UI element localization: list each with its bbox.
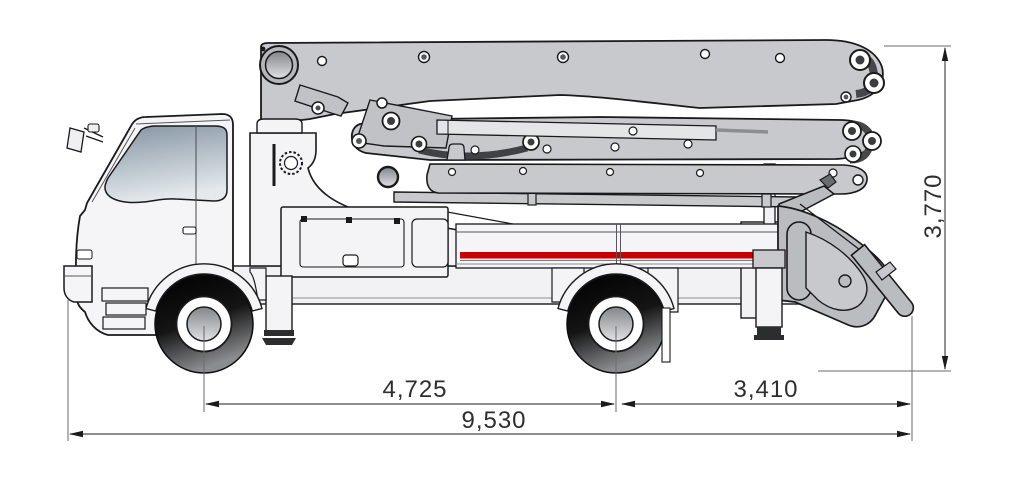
boom2-tip-pivots [842, 121, 882, 163]
slew-gear-icon [279, 151, 303, 175]
side-panel [455, 223, 779, 269]
toolbox-latch [342, 254, 359, 267]
rear-wheel [566, 274, 666, 374]
outrigger-foot [262, 338, 296, 345]
front-wheel [154, 274, 254, 374]
front-outrigger [262, 275, 296, 345]
linkage-strap [418, 144, 528, 160]
pipe-elbow [376, 165, 400, 189]
toolbox-side-door [411, 218, 449, 268]
bumper [63, 265, 93, 303]
cab-front-details [63, 123, 149, 330]
dimension-annotations: 4,725 3,410 9,530 3,770 [67, 45, 951, 441]
agitator-housing [805, 231, 868, 311]
headlight [76, 249, 93, 260]
front-fender [145, 263, 263, 312]
toolbox-hinge [301, 216, 307, 222]
dim-overall-length-label: 9,530 [461, 407, 526, 434]
hopper [777, 173, 915, 328]
cylinder-rod [715, 128, 769, 134]
mirror-icon [66, 127, 85, 153]
boom-section-3 [426, 163, 868, 195]
boom-assembly [256, 39, 885, 195]
dim-overall-height-label: 3,770 [920, 173, 947, 238]
boom-section-1 [260, 39, 884, 121]
mud-flap [661, 307, 671, 363]
cab-step [102, 316, 146, 330]
fenders [145, 263, 679, 363]
hopper-clamp [819, 173, 837, 189]
extension-lines [67, 45, 951, 441]
toolbox-hinge [394, 218, 400, 224]
mirror-icon [87, 123, 100, 133]
toolbox [280, 206, 449, 278]
cab [75, 113, 234, 336]
dimension-arrows [69, 47, 949, 438]
delivery-pipe [376, 165, 801, 208]
hydraulic-cylinder [436, 119, 717, 141]
cab-step [101, 287, 149, 302]
pipe-bracket [446, 143, 466, 161]
a-pillar-line [91, 127, 136, 203]
panel-divider [616, 224, 621, 268]
toolbox-hinge [346, 217, 352, 223]
boom2-holes [470, 126, 693, 155]
outrigger-leg [265, 275, 293, 335]
outrigger-leg [755, 267, 783, 328]
boom-base-flange [256, 118, 303, 134]
pivot-bracket [294, 84, 349, 117]
boom3-holes [447, 166, 838, 178]
door-handle [182, 226, 197, 235]
dim-rear-axle-label: 3,410 [733, 376, 798, 403]
cab-step [105, 302, 147, 316]
linkage-pivots [351, 97, 540, 153]
chute-collar [875, 261, 897, 281]
rear-fender [557, 263, 675, 312]
outrigger-foot [754, 335, 784, 340]
rear-outrigger [752, 249, 786, 340]
dim-wheelbase-label: 4,725 [382, 376, 447, 403]
dimension-lines [70, 48, 946, 435]
cab-window [104, 125, 228, 204]
